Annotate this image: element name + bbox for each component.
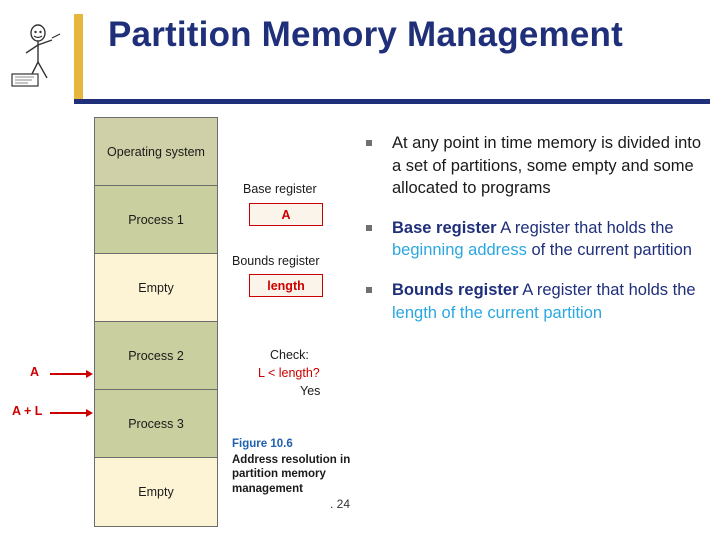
base-register-label: Base register [243,182,317,196]
figure-caption-line-3: management [232,483,303,496]
pointer-label-a: A [30,365,40,379]
bullet-text-2: Base register A register that holds the … [392,217,706,262]
bullet-dot-icon [366,286,372,293]
pointer-arrow-a-head [86,370,93,378]
bullet-list: At any point in time memory is divided i… [366,132,706,341]
bullet-2-highlight: beginning address [392,241,527,260]
list-item: Bounds register A register that holds th… [366,279,706,324]
memory-block-operating-system: Operating system [95,118,217,186]
pointer-label-a-plus-l: A + L [12,404,43,418]
pointer-arrow-al-line [50,412,88,414]
base-register-value: A [249,203,323,226]
list-item: Base register A register that holds the … [366,217,706,262]
bullet-term-bounds-register: Bounds register [392,280,519,299]
memory-partition-column: Operating system Process 1 Empty Process… [94,117,218,527]
memory-block-process-3: Process 3 [95,390,217,458]
bullet-2-post: of the current partition [526,241,692,260]
list-item: At any point in time memory is divided i… [366,132,706,200]
bullet-dot-icon [366,224,372,231]
slide-header: Partition Memory Management [0,0,720,108]
figure-number: Figure 10.6 [232,438,293,450]
memory-block-empty-1: Empty [95,254,217,322]
title-underline [74,99,710,104]
figure-caption-line-1: Address resolution [232,453,337,466]
bullet-text-3: Bounds register A register that holds th… [392,279,706,324]
bullet-dot-icon [366,140,372,146]
bullet-term-base-register: Base register [392,218,497,237]
figure-caption: Figure 10.6 Address resolution in partit… [232,437,382,497]
page-number: . 24 [330,497,351,511]
figure-caption-line-2: in partition memory [232,453,351,481]
check-answer: Yes [300,384,321,398]
bullet-2-pre: A register that holds the [496,218,674,237]
bullet-3-pre: A register that holds the [518,280,696,299]
bounds-register-value: length [249,274,323,297]
memory-block-process-1: Process 1 [95,186,217,254]
check-label: Check: [270,348,309,362]
check-condition: L < length? [258,366,320,380]
memory-block-empty-2: Empty [95,458,217,526]
presenter-logo-icon [8,22,66,88]
memory-block-process-2: Process 2 [95,322,217,390]
title-accent-bar [74,14,83,100]
bullet-text-1: At any point in time memory is divided i… [392,134,702,198]
bullet-3-highlight: length of the current partition [392,303,603,322]
page-title: Partition Memory Management [108,15,623,54]
bounds-register-label: Bounds register [232,254,320,268]
pointer-arrow-al-head [86,409,93,417]
pointer-arrow-a-line [50,373,88,375]
